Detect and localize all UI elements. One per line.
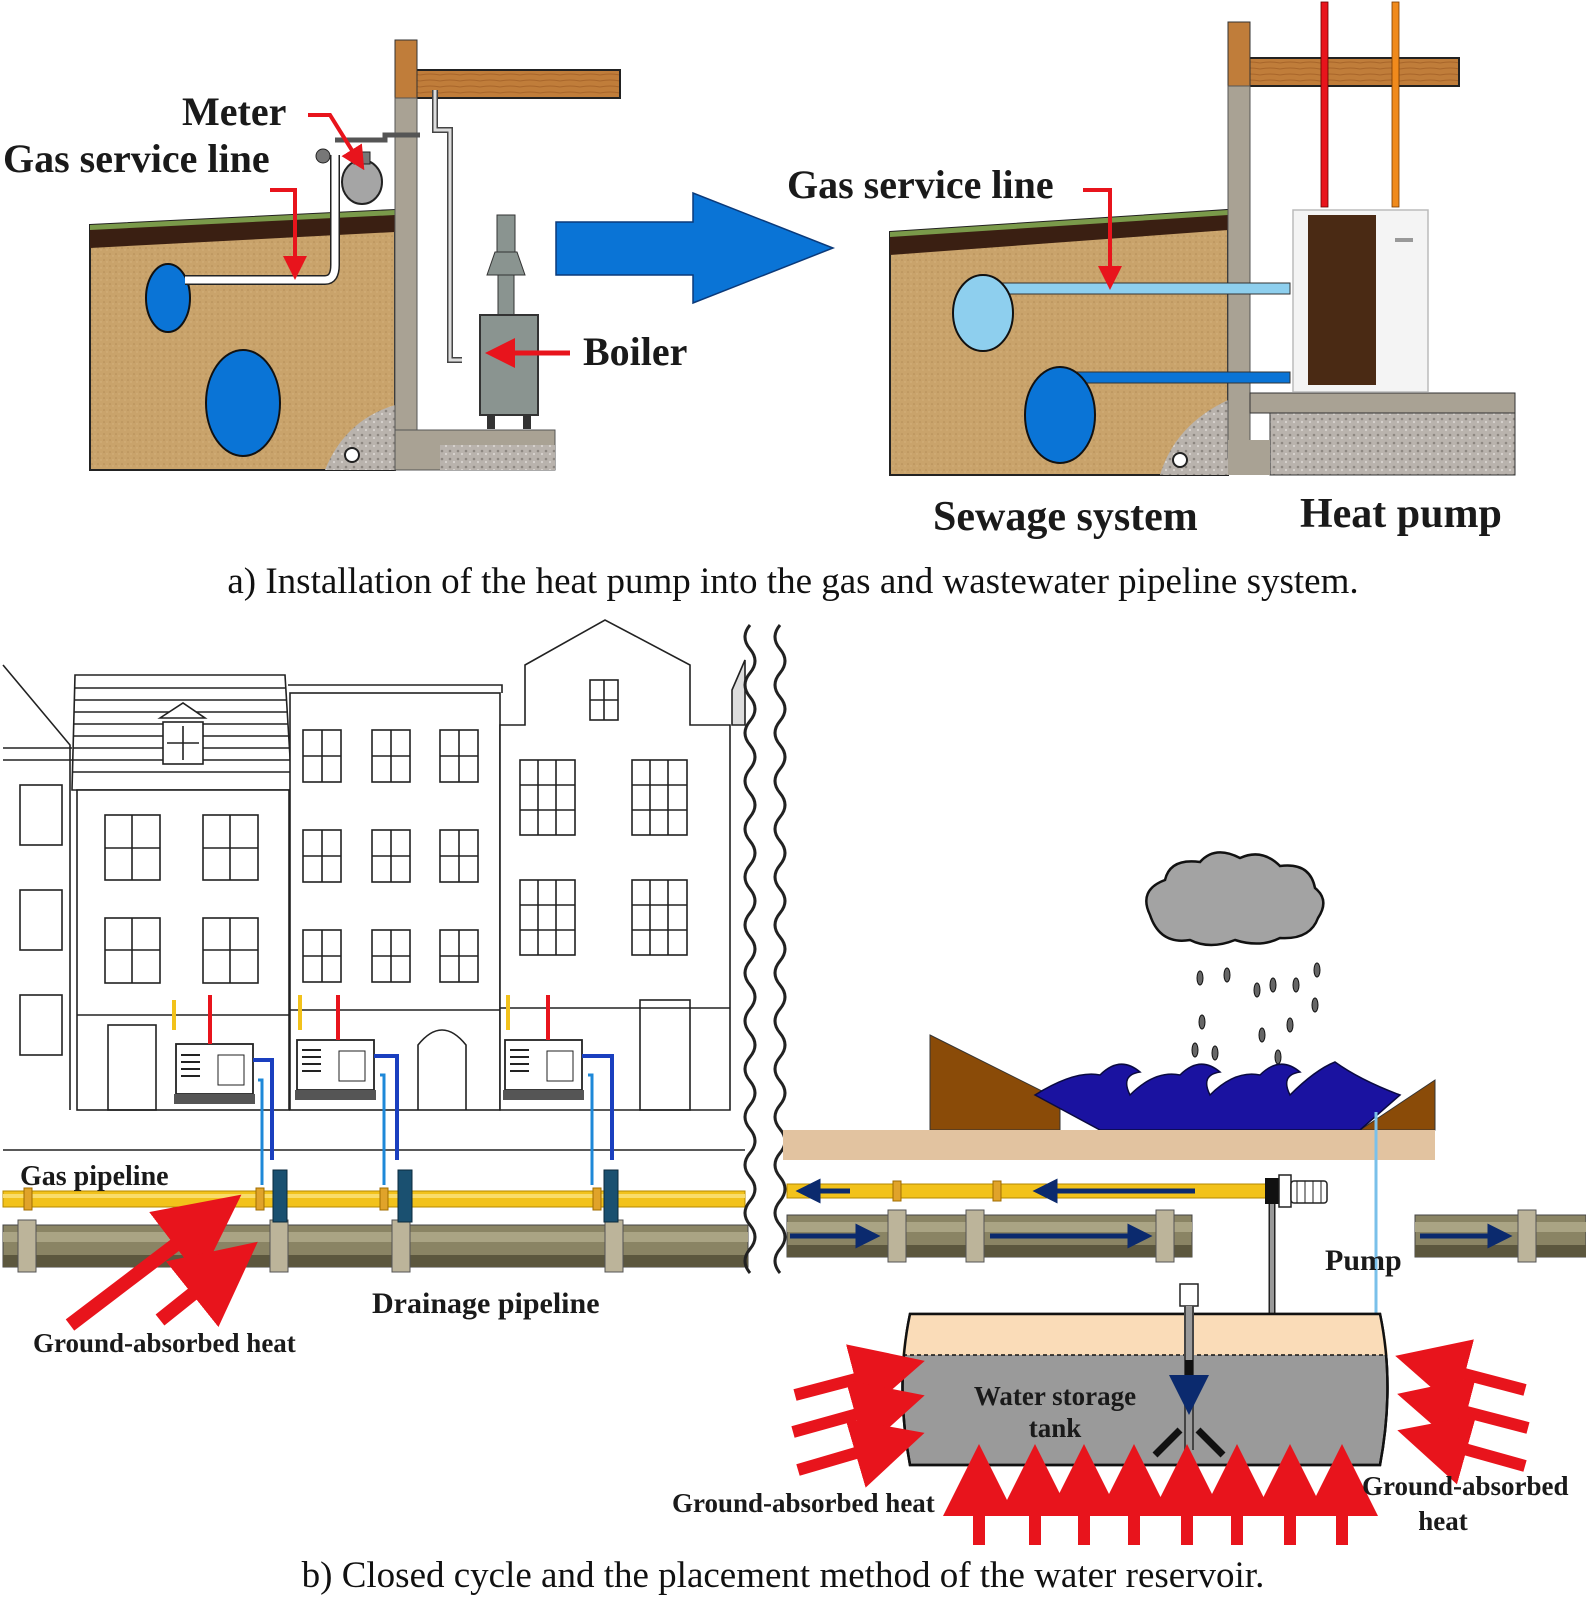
gravel [325,405,395,470]
boiler-flue [496,214,516,256]
window [631,759,688,836]
slab [1249,392,1516,414]
label-gas-service-line-after: Gas service line [787,162,1054,207]
grass [90,210,395,230]
building-3-facade [499,619,731,1111]
water-storage-tank [901,1283,1389,1467]
boiler-body [479,314,539,416]
boiler-hood [486,251,526,276]
topsoil [90,210,395,248]
drainage-couplings [17,1219,624,1273]
building-heat-pump-2 [295,995,399,1185]
slab-gravel [1269,412,1516,476]
regulator [315,148,331,164]
meter-pipe [335,132,420,143]
gas-pipeline-left [2,1190,746,1208]
label-pump: Pump [1325,1244,1402,1277]
label-gas-service-line-before: Gas service line [3,136,270,181]
foundation-wall [394,97,418,454]
panel-a-after: Gas service line Sewage system Heat pump [787,1,1516,540]
label-gas-pipeline: Gas pipeline [20,1161,169,1192]
sewer-pipe-section [1024,366,1096,464]
door [639,999,691,1111]
building-heat-pump-3 [503,995,614,1185]
gas-service-pipe [185,155,339,284]
wall-sill [394,39,418,101]
heat-arrow-large [65,1194,242,1331]
gas-line-pointer-arrow [1083,188,1122,290]
sewer-pipe-section [205,349,281,457]
arched-door [417,1029,467,1110]
floor-joist [1236,57,1460,87]
label-meter: Meter [182,89,286,134]
light-blue-supply-pipe [989,282,1291,295]
tank-heat-arrows [791,1339,1530,1545]
hill-left [929,1034,1061,1131]
label-sewage-system: Sewage system [933,494,1198,540]
label-ground-heat-right-2: heat [1418,1506,1468,1536]
return-pipe [1391,1,1400,208]
topsoil [890,210,1228,255]
label-ground-heat-bottom: Ground-absorbed heat [672,1488,935,1518]
ground-surface [783,1130,1435,1160]
caption-panel-a: a) Installation of the heat pump into th… [227,561,1358,602]
break-line-right [773,624,787,1274]
hot-water-pipe [1320,1,1329,208]
door [107,1024,157,1111]
label-drainage-pipeline: Drainage pipeline [372,1287,600,1320]
label-tank-line1: Water storage [974,1381,1136,1411]
reservoir-water [1033,1061,1402,1131]
gas-meter [341,159,383,205]
label-ground-heat-left: Ground-absorbed heat [33,1328,296,1358]
window [519,759,576,836]
drain-tile [344,447,360,463]
window [519,879,576,956]
label-boiler: Boiler [583,329,687,374]
wall-sill [1227,21,1251,87]
panel-b-buildings [2,619,746,1151]
slab-gravel [440,445,555,470]
drainage-risers [272,1169,619,1223]
window [19,889,63,951]
building-2-windows [302,729,479,983]
label-tank-line2: tank [1029,1413,1082,1443]
gas-line-pointer-arrow [270,188,307,280]
foundation-wall [1227,85,1251,459]
blue-return-pipe [1059,371,1291,384]
window [19,784,63,846]
water-pipe-section [952,274,1014,352]
drain-tile [1172,452,1188,468]
rain-cloud-icon [1145,851,1325,1065]
label-ground-heat-right-1: Ground-absorbed [1362,1471,1569,1501]
grass [890,210,1228,237]
building-heat-pumps [172,995,614,1185]
meter-pointer-arrow [308,113,365,171]
building-heat-pump-1 [172,995,274,1185]
water-pipe-section [145,263,191,333]
heat-pump-logo [1395,238,1413,242]
heat-arrow-small [155,1241,258,1328]
heat-pump-panel [1308,215,1376,385]
label-heat-pump: Heat pump [1300,491,1502,537]
transition-arrow-icon [555,191,836,305]
window [19,994,63,1056]
caption-panel-b: b) Closed cycle and the placement method… [302,1555,1265,1596]
window [631,879,688,956]
panel-a-before: Meter Gas service line Boiler [3,39,687,471]
break-line-left [743,624,757,1274]
